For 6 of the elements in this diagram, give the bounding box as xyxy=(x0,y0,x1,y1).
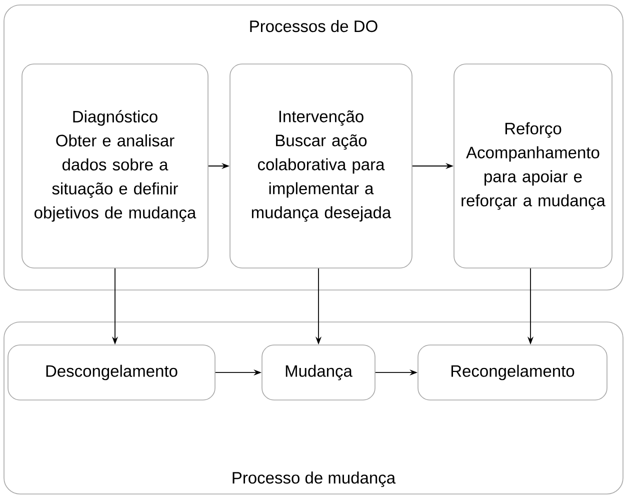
phase-box: Descongelamento xyxy=(8,344,216,400)
stage-box: Diagnóstico Obter e analisar dados sobre a situação e definir objetivos de mudança xyxy=(22,64,208,268)
phase-box: Mudança xyxy=(262,344,376,400)
stage-box: Intervenção Buscar ação colaborativa para implementar a mudança desejada xyxy=(230,64,412,268)
stage-box: Reforço Acompanhamento para apoiar e reforçar a mudança xyxy=(454,64,612,268)
phase-box: Recongelamento xyxy=(418,344,608,400)
